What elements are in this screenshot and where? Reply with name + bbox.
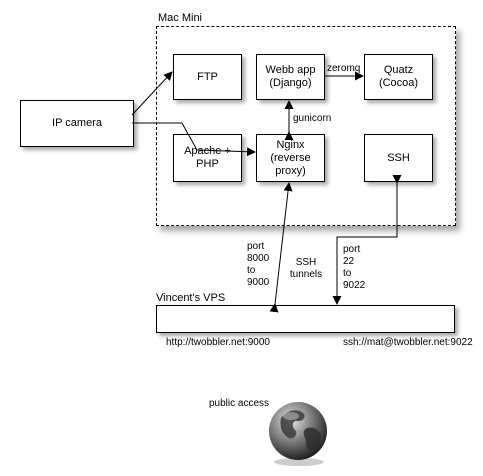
vps-node — [156, 305, 455, 333]
zeromq-label: zeromq — [327, 63, 361, 74]
mac-mini-title: Mac Mini — [158, 12, 203, 24]
vps-url-right: ssh://mat@twobbler.net:9022 — [343, 337, 473, 348]
gunicorn-label: gunicorn — [293, 113, 332, 124]
webapp-node: Webb app (Django) — [256, 54, 325, 100]
port-8000-label: port 8000 to 9000 — [247, 241, 270, 288]
vps-url-left: http://twobbler.net:9000 — [166, 337, 270, 348]
ip-camera-node: IP camera — [20, 100, 134, 147]
edge-camera-nginx — [132, 122, 256, 157]
vps-title: Vincent's VPS — [156, 292, 226, 304]
edge-ssh-vps — [332, 175, 402, 305]
edge-camera-ftp — [131, 71, 173, 116]
quartz-node: Quatz (Cocoa) — [364, 54, 433, 100]
globe-icon — [269, 402, 327, 466]
ftp-node: FTP — [173, 54, 242, 100]
apache-node: Apache + PHP — [173, 134, 242, 182]
public-access-label: public access — [209, 398, 270, 409]
ssh-tunnels-label: SSH tunnels — [289, 257, 323, 280]
ssh-node: SSH — [364, 134, 433, 182]
nginx-node: Nginx (reverse proxy) — [256, 134, 325, 182]
edge-nginx-vps — [269, 182, 293, 313]
